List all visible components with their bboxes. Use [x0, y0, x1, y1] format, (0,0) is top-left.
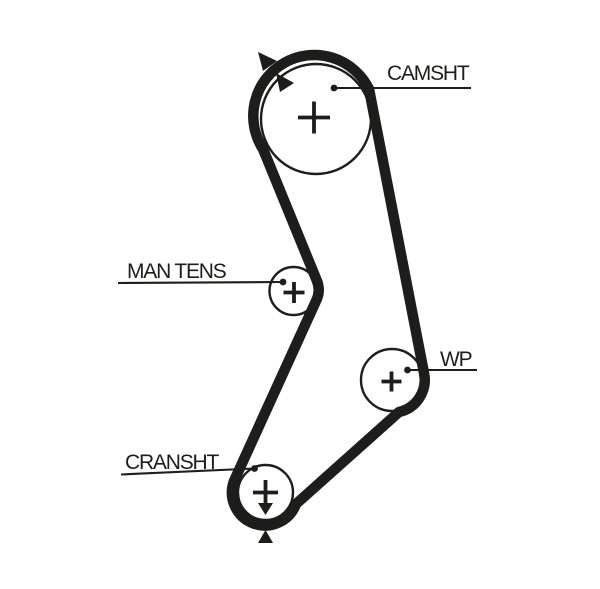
label-manual-tensioner: MAN TENS [127, 260, 227, 283]
manual-tensioner-plus-icon [283, 282, 305, 303]
label-water-pump: WP [440, 348, 473, 371]
water-pump-leader-dot [404, 366, 411, 374]
camshaft-leader-dot [330, 84, 338, 92]
timing-mark-down-icon [258, 503, 273, 515]
timing-mark-up-icon [258, 530, 273, 543]
crankshaft-leader-dot [251, 465, 258, 472]
rotation-arrow-inner-icon [276, 73, 294, 92]
label-crankshaft: CRANSHT [125, 451, 219, 474]
timing-belt [226, 49, 430, 531]
manual-tensioner-leader-dot [279, 278, 287, 286]
crankshaft-pulley [236, 463, 295, 522]
crankshaft-leader-line [120, 467, 255, 476]
label-camshaft: CAMSHT [387, 62, 470, 85]
camshaft-plus-icon [298, 101, 330, 134]
crankshaft-plus-icon [253, 480, 278, 505]
rotation-arrow-outer-icon [258, 52, 277, 71]
water-pump-plus-icon [381, 371, 402, 392]
manual-tensioner-leader-line [117, 280, 284, 285]
